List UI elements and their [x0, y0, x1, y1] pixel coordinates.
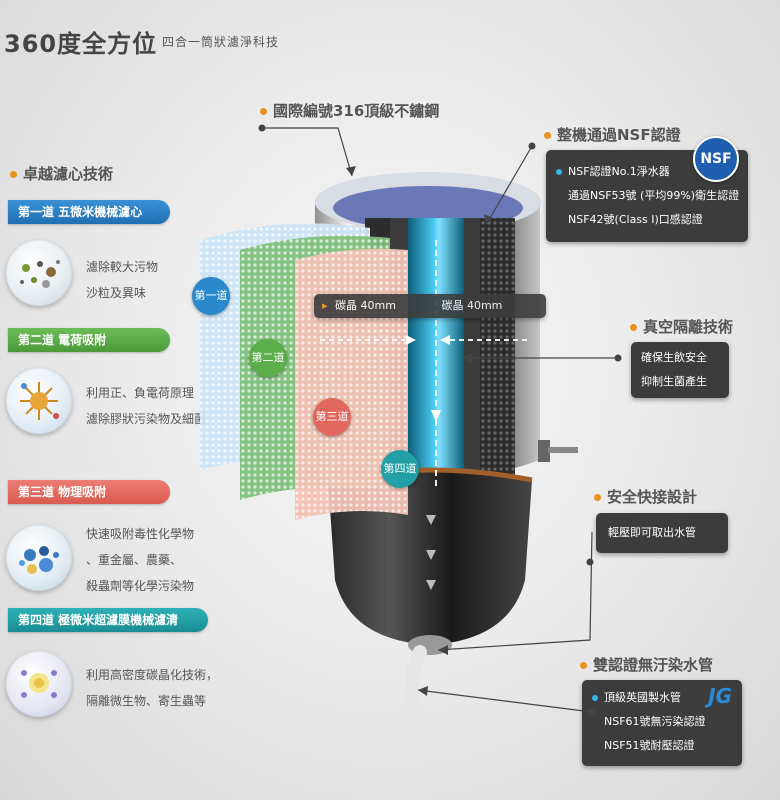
carbon-label-right: 碳晶 40mm	[441, 299, 503, 312]
membrane-microbe-icon	[21, 670, 57, 698]
stage-4-line: 隔離微生物、寄生蟲等	[86, 694, 207, 708]
carbon-dimension-bar: ▸ 碳晶 40mm 碳晶 40mm	[314, 294, 546, 318]
quick-connect-info-box: 輕壓即可取出水管	[596, 513, 728, 553]
orange-bullet-icon	[10, 171, 17, 178]
nsf-heading-text: 整機通過NSF認證	[557, 126, 681, 144]
page-subtitle: 四合一筒狀濾淨科技	[162, 35, 280, 49]
stage-2-desc: 利用正、負電荷原理 濾除膠狀污染物及細菌	[86, 380, 206, 432]
charged-particle-icon	[20, 382, 59, 420]
vacuum-heading: 真空隔離技術	[630, 316, 733, 337]
pipe-item: NSF51號耐壓認證	[604, 739, 695, 752]
stage-3-bar: 第三道 物理吸附	[8, 480, 170, 504]
pipe-heading-text: 雙認證無汙染水管	[593, 656, 714, 674]
vacuum-item: 確保生飲安全	[641, 351, 707, 364]
pipe-item: NSF61號無污染認證	[604, 715, 706, 728]
orange-bullet-icon	[260, 108, 267, 115]
orange-bullet-icon	[594, 494, 601, 501]
stage-4-desc: 利用高密度碳晶化技術， 隔離微生物、寄生蟲等	[86, 662, 218, 714]
vacuum-info-box: 確保生飲安全 抑制生菌產生	[631, 342, 729, 398]
quick-connect-item: 輕壓即可取出水管	[608, 526, 696, 539]
cyan-bullet-icon	[556, 169, 562, 175]
stage-2-line: 濾除膠狀污染物及細菌	[86, 412, 207, 426]
jg-logo: JG	[708, 684, 732, 708]
stage-2-charge-image	[6, 368, 72, 434]
steel-callout-text: 國際編號316頂級不鏽鋼	[273, 102, 440, 120]
filter-tech-heading: 卓越濾心技術	[10, 163, 113, 184]
page-title: 360度全方位	[4, 30, 158, 58]
quick-connect-heading-text: 安全快接設計	[607, 488, 698, 506]
pipe-info-box: 頂級英國製水管 NSF61號無污染認證 NSF51號耐壓認證 JG	[582, 680, 742, 766]
orange-bullet-icon	[630, 324, 637, 331]
nsf-item: NSF認證No.1淨水器	[556, 160, 739, 184]
stage-3-desc: 快速吸附毒性化學物 、重金屬、農藥、 殺蟲劑等化學污染物	[86, 521, 194, 599]
nsf-item: NSF42號(Class I)口感認證	[568, 213, 703, 226]
vacuum-heading-text: 真空隔離技術	[643, 318, 734, 336]
orange-bullet-icon	[580, 662, 587, 669]
orange-bullet-icon	[544, 132, 551, 139]
stage-1-line: 沙粒及異味	[86, 286, 147, 300]
carbon-label-left: 碳晶 40mm	[335, 299, 396, 312]
stage-3-line: 快速吸附毒性化學物	[86, 527, 195, 541]
stage-4-membrane-image	[6, 651, 72, 717]
stage-2-bar: 第二道 電荷吸附	[8, 328, 170, 352]
stage-1-bar: 第一道 五微米機械濾心	[8, 200, 170, 224]
stage-1-line: 濾除較大污物	[86, 260, 159, 274]
vacuum-item: 抑制生菌產生	[641, 375, 707, 388]
play-arrow-icon: ▸	[322, 299, 328, 312]
stage-2-badge: 第二道	[249, 339, 287, 377]
sediment-particles-icon	[20, 260, 60, 288]
stage-1-sediment-image	[6, 240, 72, 306]
stage-3-badge: 第三道	[313, 398, 351, 436]
filter-tech-title: 卓越濾心技術	[23, 165, 114, 183]
stage-4-bar: 第四道 極微米超濾膜機械濾清	[8, 608, 208, 632]
stage-1-desc: 濾除較大污物 沙粒及異味	[86, 254, 158, 306]
pipe-heading: 雙認證無汙染水管	[580, 654, 713, 675]
quick-connect-heading: 安全快接設計	[594, 486, 697, 507]
stage-1-badge: 第一道	[192, 277, 230, 315]
stage-3-line: 殺蟲劑等化學污染物	[86, 579, 195, 593]
pipe-item: 頂級英國製水管	[592, 686, 706, 710]
stage-2-line: 利用正、負電荷原理	[86, 386, 195, 400]
nsf-heading: 整機通過NSF認證	[544, 124, 681, 145]
nsf-logo: NSF	[693, 136, 739, 182]
cyan-bullet-icon	[592, 695, 598, 701]
nsf-item: 通過NSF53號 (平均99%)衛生認證	[568, 189, 740, 202]
stage-4-badge: 第四道	[381, 450, 419, 488]
stage-4-line: 利用高密度碳晶化技術，	[86, 668, 219, 682]
stage-3-line: 、重金屬、農藥、	[86, 553, 183, 567]
stage-3-adsorb-image	[6, 525, 72, 591]
adsorption-molecules-icon	[19, 546, 59, 574]
filter-illustration	[200, 172, 578, 720]
steel-callout: 國際編號316頂級不鏽鋼	[260, 100, 439, 121]
